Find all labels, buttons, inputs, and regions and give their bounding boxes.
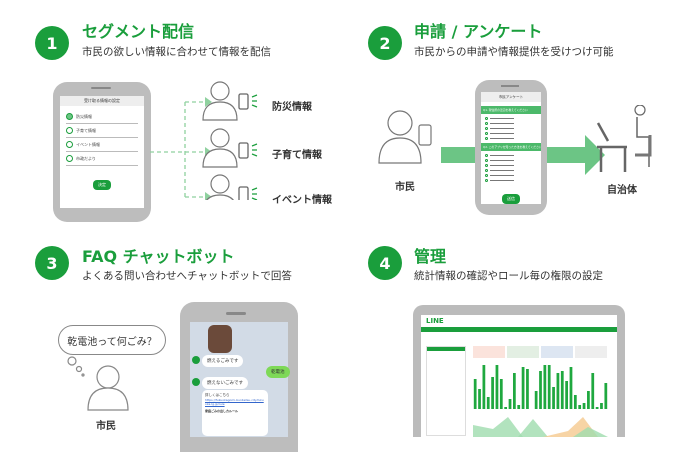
option-item[interactable]: 子育て情報 [66, 124, 138, 138]
bar [486, 397, 490, 409]
government-label: 自治体 [607, 185, 637, 196]
target-label: 防災情報 [272, 102, 312, 113]
section-subtitle-1: 市民の欲しい情報に合わせて情報を配信 [82, 46, 271, 58]
target-label: 子育て情報 [272, 150, 322, 161]
smartphone-notification-icon [238, 93, 258, 200]
bot-message: 燃えるごみです [202, 355, 244, 367]
distribution-diagram [150, 81, 258, 200]
sticker-image [208, 325, 232, 353]
bar [473, 379, 477, 409]
thinking-person-icon [67, 356, 129, 411]
bar [552, 387, 555, 409]
option-item[interactable]: 市政だより [66, 152, 138, 166]
section-title-2: 申請 / アンケート [414, 22, 543, 41]
bar [512, 373, 516, 409]
bar [573, 395, 577, 409]
section-subtitle-2: 市民からの申請や情報提供を受けつけ可能 [414, 46, 614, 58]
bot-avatar [192, 378, 200, 386]
user-message: 乾電池 [266, 366, 290, 378]
option-item[interactable]: イベント情報 [66, 138, 138, 152]
bar [491, 377, 494, 409]
send-button[interactable]: 送信 [502, 194, 520, 204]
citizen-label: 市民 [395, 182, 415, 193]
bar [569, 367, 573, 409]
government-worker-icon [596, 105, 652, 172]
section-title-3: FAQ チャットボット [82, 247, 235, 266]
target-label: イベント情報 [272, 195, 332, 206]
bar [556, 373, 560, 409]
survey-option[interactable] [485, 121, 537, 126]
step-number-2: 2 [368, 26, 402, 60]
survey-option[interactable] [485, 126, 537, 131]
bar [534, 391, 538, 409]
bar [547, 365, 551, 409]
survey-phone: 市民アンケート Q1. 現住所の近辺を教えてください Q2. このアプリを知った… [475, 80, 547, 215]
bar [504, 407, 508, 409]
bar [578, 405, 582, 409]
survey-option[interactable] [485, 158, 537, 163]
survey-option[interactable] [485, 178, 537, 183]
bar [508, 399, 512, 409]
bot-avatar [192, 356, 200, 364]
step-number-1: 1 [35, 26, 69, 60]
bot-message: 燃えないごみです [202, 377, 248, 389]
bar [543, 365, 547, 409]
survey-option[interactable] [485, 116, 537, 121]
survey-option[interactable] [485, 153, 537, 158]
phone-header: 受け取る情報の設定 [60, 96, 144, 106]
submit-button[interactable]: 決定 [93, 180, 111, 190]
bar [560, 371, 564, 409]
section-subtitle-4: 統計情報の確認やロール毎の権限の設定 [414, 270, 603, 282]
phone-header: 市民アンケート [481, 92, 541, 102]
bar [604, 383, 608, 409]
bar [587, 391, 590, 409]
question-1: Q1. 現住所の近辺を教えてください [481, 106, 541, 114]
bar [517, 405, 521, 409]
bar [591, 373, 595, 409]
area-chart [473, 417, 608, 437]
step-number-3: 3 [35, 246, 69, 280]
detail-text: 詳しくはこちら [205, 393, 230, 397]
dashboard-sidebar [426, 346, 466, 436]
survey-option[interactable] [485, 163, 537, 168]
bar [539, 371, 542, 409]
bar [478, 389, 481, 409]
option-item[interactable]: 防災情報 [66, 110, 138, 124]
survey-option[interactable] [485, 173, 537, 178]
laptop: LINE [413, 305, 625, 437]
bar-chart [473, 365, 608, 409]
detail-card: 詳しくはこちら https://fukuokagomi-bunbetsu.cit… [202, 390, 268, 436]
question-bubble: 乾電池って何ごみ？ [58, 325, 166, 355]
dashboard-nav[interactable] [421, 327, 617, 332]
chat-phone: 燃えるごみです 乾電池 燃えないごみです 詳しくはこちら https://fuk… [180, 302, 298, 452]
bar [499, 379, 503, 409]
bar [526, 369, 529, 409]
survey-option[interactable] [485, 168, 537, 173]
dashboard-logo: LINE [426, 317, 444, 325]
detail-link[interactable]: https://fukuokagomi-bunbetsu.city.fukuok… [205, 398, 264, 406]
survey-option[interactable] [485, 136, 537, 141]
bar [582, 403, 586, 409]
card-title: 家庭ごみの出し方ルール [205, 409, 239, 413]
section-title-4: 管理 [414, 247, 447, 266]
bar [482, 365, 486, 409]
citizen-icon [378, 110, 432, 164]
option-list: 防災情報 子育て情報 イベント情報 市政だより 決定 [60, 106, 144, 194]
bar [600, 403, 603, 409]
section-subtitle-3: よくある問い合わせへチャットボットで回答 [82, 270, 292, 282]
bar [495, 365, 499, 409]
citizen-label: 市民 [96, 421, 116, 432]
bar [521, 367, 525, 409]
segment-phone: 受け取る情報の設定 防災情報 子育て情報 イベント情報 市政だより 決定 [53, 82, 151, 222]
person-icon [202, 81, 238, 200]
bar [595, 407, 599, 409]
step-number-4: 4 [368, 246, 402, 280]
survey-option[interactable] [485, 131, 537, 136]
section-title-1: セグメント配信 [82, 22, 195, 41]
question-2: Q2. このアプリを知った方法を教えてください [481, 143, 541, 151]
bar [565, 381, 569, 409]
